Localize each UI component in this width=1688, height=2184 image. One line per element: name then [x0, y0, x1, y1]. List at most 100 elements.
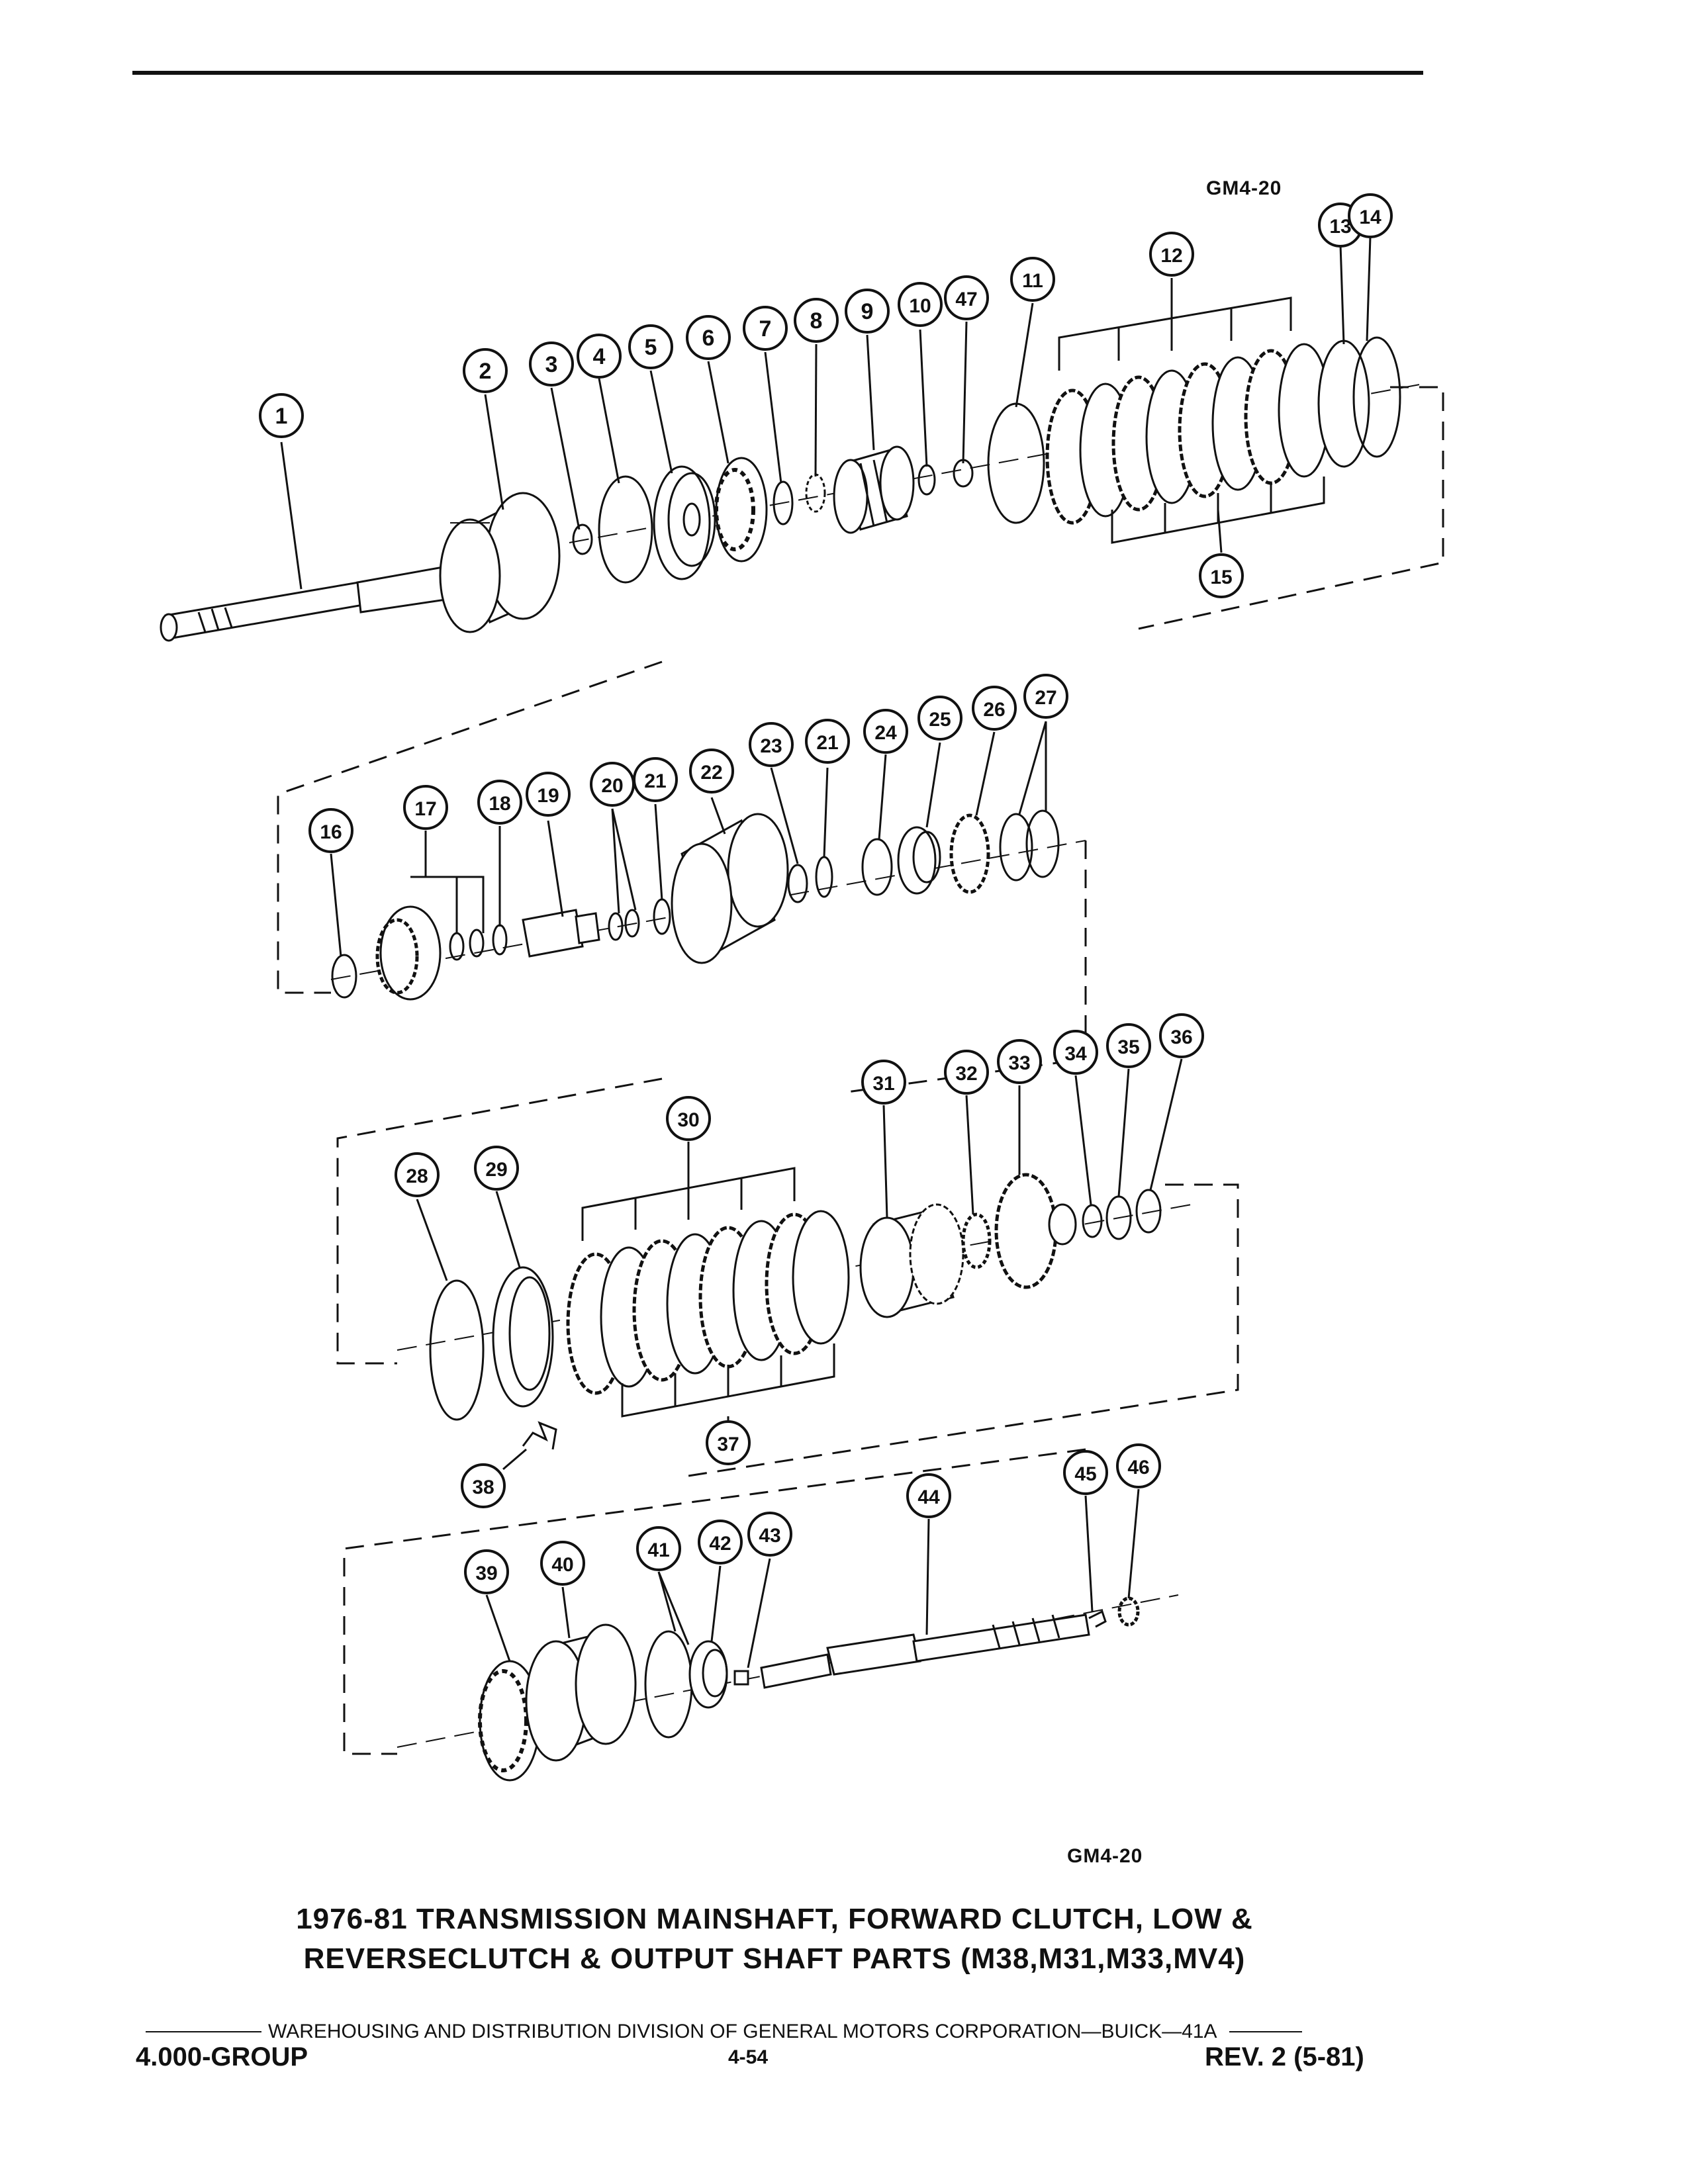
footer-division-text: WAREHOUSING AND DISTRIBUTION DIVISION OF…	[268, 2021, 1217, 2042]
part-4-seal	[598, 475, 653, 584]
part-30-37-clutch-plates	[566, 1210, 850, 1395]
callout-44: 44	[906, 1473, 951, 1518]
callout-47: 47	[944, 275, 989, 320]
callout-circle	[1063, 1450, 1108, 1495]
footer-page-number: 4-54	[728, 2046, 769, 2068]
callout-number: 47	[955, 289, 977, 310]
callout-circle	[636, 1526, 681, 1571]
figure-code-bottom: GM4-20	[1067, 1845, 1143, 1867]
callout-number: 19	[537, 785, 559, 807]
callout-circle	[474, 1146, 519, 1191]
callout-circle	[1159, 1013, 1204, 1058]
callout-number: 32	[955, 1063, 977, 1085]
callout-39: 39	[464, 1549, 509, 1594]
callout-number: 41	[647, 1539, 669, 1561]
callout-circle	[1023, 674, 1068, 719]
callout-number: 22	[700, 762, 722, 784]
part-10-ring	[917, 464, 936, 496]
callout-27: 27	[1023, 674, 1068, 719]
row1-frame	[1138, 386, 1444, 630]
callout-2: 2	[463, 348, 508, 393]
part-21-ring-b	[815, 856, 833, 898]
callout-number: 46	[1127, 1457, 1149, 1479]
callout-circle	[689, 749, 734, 794]
part-7-ring	[773, 480, 794, 525]
callout-number: 26	[983, 699, 1005, 721]
callout-number: 24	[874, 722, 897, 744]
part-3-ring	[572, 523, 593, 555]
row4-frame	[343, 1448, 1086, 1755]
callout-circle	[747, 1512, 792, 1557]
callout-32: 32	[944, 1050, 989, 1095]
callout-number: 15	[1210, 567, 1232, 588]
callout-number: 6	[702, 326, 715, 351]
callout-43: 43	[747, 1512, 792, 1557]
callout-circle	[464, 1549, 509, 1594]
callout-15: 15	[1199, 553, 1244, 598]
part-18-ring	[492, 924, 508, 956]
part-39-roller-clutch	[478, 1660, 541, 1782]
footer-division-line: WAREHOUSING AND DISTRIBUTION DIVISION OF…	[146, 2021, 1390, 2043]
callout-circle	[1106, 1023, 1151, 1068]
callout-4: 4	[577, 334, 622, 379]
callout-29: 29	[474, 1146, 519, 1191]
callout-35: 35	[1106, 1023, 1151, 1068]
callout-circle	[477, 780, 522, 825]
callout-31: 31	[861, 1060, 906, 1105]
callout-18: 18	[477, 780, 522, 825]
callout-circle	[628, 324, 673, 369]
part-12-bracket	[1058, 296, 1292, 371]
part-12-15-clutch-plates	[1045, 343, 1331, 525]
callout-30: 30	[666, 1096, 711, 1141]
callout-circle	[845, 289, 890, 334]
callout-circle	[577, 334, 622, 379]
callout-37: 37	[706, 1420, 751, 1465]
callout-circle	[1199, 553, 1244, 598]
callout-46: 46	[1116, 1443, 1161, 1488]
callout-14: 14	[1348, 193, 1393, 238]
part-43-bushing	[733, 1670, 749, 1686]
caption-line-2: REVERSECLUTCH & OUTPUT SHAFT PARTS (M38,…	[303, 1942, 1246, 1975]
callout-circle	[259, 393, 304, 438]
part-1-mainshaft	[160, 565, 451, 642]
callout-number: 17	[414, 798, 436, 820]
callout-circle	[308, 808, 353, 853]
callout-circle	[972, 686, 1017, 731]
callout-36: 36	[1159, 1013, 1204, 1058]
callout-circle	[749, 722, 794, 767]
callout-number: 28	[406, 1165, 428, 1187]
caption-line-1: 1976-81 TRANSMISSION MAINSHAFT, FORWARD …	[296, 1903, 1253, 1935]
part-26-race	[949, 813, 990, 894]
part-20-washer-a	[608, 912, 624, 941]
callout-number: 25	[929, 709, 951, 731]
part-47-ring	[953, 459, 974, 488]
callout-6: 6	[686, 315, 731, 360]
callout-circle	[1116, 1443, 1161, 1488]
part-36-washer	[1135, 1189, 1162, 1234]
figure-caption: 1976-81 TRANSMISSION MAINSHAFT, FORWARD …	[199, 1899, 1350, 1979]
part-28-snap-ring	[429, 1279, 485, 1421]
callout-number: 12	[1160, 245, 1182, 267]
callout-10: 10	[898, 282, 943, 327]
part-46-speedo-gear	[1117, 1596, 1140, 1627]
callout-number: 10	[909, 295, 931, 317]
footer-group: 4.000-GROUP	[136, 2042, 308, 2071]
callout-21: 21	[633, 757, 678, 802]
callout-number: 38	[472, 1477, 494, 1498]
callout-circle	[917, 696, 962, 741]
part-45-clip	[1088, 1610, 1107, 1628]
callout-number: 43	[759, 1525, 780, 1547]
callout-8: 8	[794, 298, 839, 343]
callout-number: 39	[475, 1563, 497, 1584]
callout-33: 33	[997, 1039, 1042, 1084]
callout-number: 7	[759, 316, 772, 341]
callout-number: 21	[816, 732, 838, 754]
callout-26: 26	[972, 686, 1017, 731]
part-40-cam	[525, 1623, 637, 1762]
callout-circle	[944, 1050, 989, 1095]
callout-16: 16	[308, 808, 353, 853]
callout-19: 19	[526, 772, 571, 817]
callout-number: 2	[479, 359, 492, 384]
callout-24: 24	[863, 709, 908, 754]
callout-7: 7	[743, 306, 788, 351]
